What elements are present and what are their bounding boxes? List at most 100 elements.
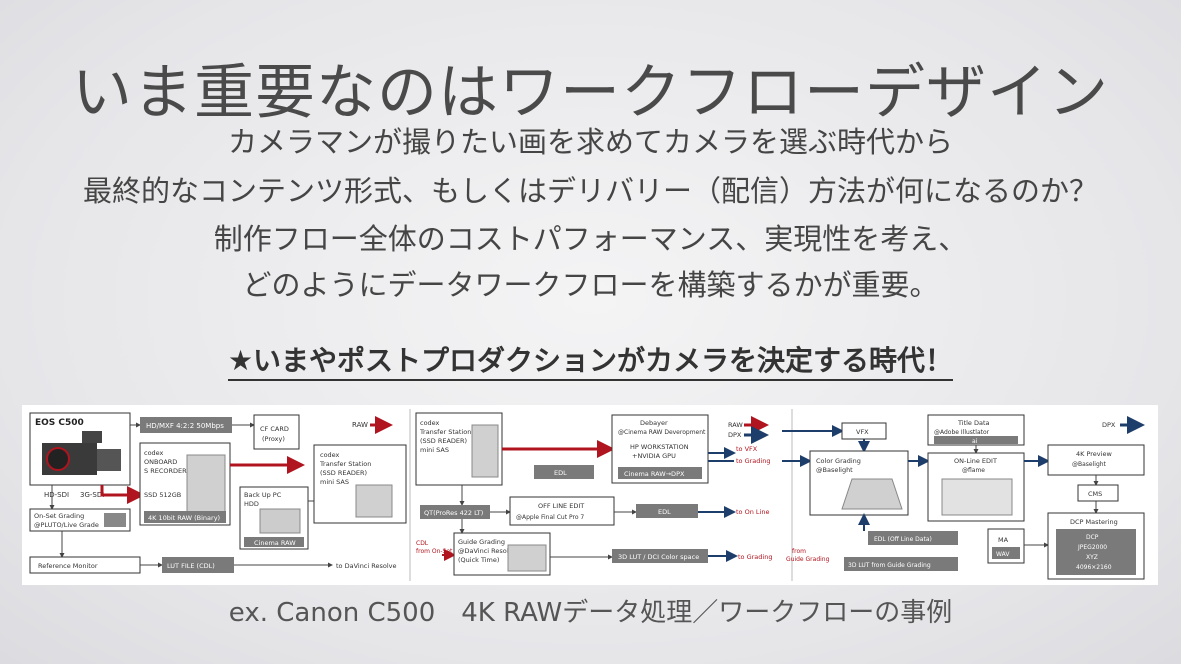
dpx-legend: DPX	[1102, 421, 1116, 429]
color-grading-box: Color Grading @Baselight	[809, 450, 909, 516]
to-davinci-label: to DaVinci Resolve	[336, 562, 397, 570]
svg-text:4096×2160: 4096×2160	[1076, 564, 1112, 571]
svg-text:VFX: VFX	[856, 428, 869, 436]
svg-text:EDL: EDL	[554, 469, 567, 477]
svg-text:HD/MXF 4:2:2 50Mbps: HD/MXF 4:2:2 50Mbps	[146, 422, 224, 430]
svg-text:(Quick Time): (Quick Time)	[458, 556, 499, 564]
guide-grading-box: Guide Grading @DaVinci Resolve 9 (Quick …	[453, 532, 551, 576]
svg-text:+NVIDIA GPU: +NVIDIA GPU	[632, 452, 676, 460]
transfer-station-box-1: codex Transfer Station (SSD READER) mini…	[313, 444, 407, 524]
svg-text:On-Set Grading: On-Set Grading	[34, 512, 84, 520]
hd-mxf-box: HD/MXF 4:2:2 50Mbps	[140, 417, 232, 433]
svg-text:Cinema RAW: Cinema RAW	[254, 539, 296, 547]
codex-recorder-box: codex ONBOARD S RECORDER SSD 512GB 4K 10…	[139, 442, 231, 526]
svg-text:(Proxy): (Proxy)	[262, 435, 285, 443]
svg-text:QT(ProRes 422 LT): QT(ProRes 422 LT)	[424, 509, 483, 517]
cdl-label-2: from On-Set	[416, 548, 453, 555]
svg-text:mini SAS: mini SAS	[320, 478, 349, 486]
camera-icon	[42, 431, 121, 475]
svg-text:EDL: EDL	[658, 508, 671, 516]
svg-text:WAV: WAV	[996, 551, 1010, 558]
camera-label: EOS C500	[35, 418, 84, 428]
transfer-station-box-2: codex Transfer Station (SSD READER) mini…	[415, 412, 503, 486]
slide-title: いま重要なのはワークフローデザイン	[72, 58, 1109, 128]
svg-text:Cinema RAW→DPX: Cinema RAW→DPX	[624, 470, 685, 478]
svg-text:DCP Mastering: DCP Mastering	[1070, 518, 1118, 526]
onset-grading-box: On-Set Grading @PLUTO/Live Grade	[29, 508, 131, 532]
svg-text:LUT FILE (CDL): LUT FILE (CDL)	[167, 562, 215, 570]
edl-box-1: EDL	[534, 465, 594, 479]
svg-text:@Cinema RAW Deveropment: @Cinema RAW Deveropment	[618, 429, 706, 436]
preview-4k-box: 4K Preview @Baselight	[1047, 444, 1145, 476]
body-line-3: 制作フロー全体のコストパフォーマンス、実現性を考え、	[213, 222, 968, 256]
highlight-statement: ★いまやポストプロダクションがカメラを決定する時代！	[0, 339, 1181, 381]
hd-sdi-label: HD-SDI	[44, 491, 69, 499]
body-line-2: 最終的なコンテンツ形式、もしくはデリバリー（配信）方法が何になるのか？	[82, 174, 1098, 208]
to-vfx-label: to VFX	[736, 445, 758, 453]
online-edit-box: ON-Line EDIT @flame	[927, 452, 1025, 522]
to-grading-label-2: to Grading	[736, 457, 770, 465]
lut-from-guide-box: 3D LUT from Guide Grading	[844, 557, 958, 571]
svg-text:@Apple Final Cut Pro 7: @Apple Final Cut Pro 7	[516, 514, 584, 521]
debayer-box: Debayer @Cinema RAW Deveropment HP WORKS…	[611, 414, 709, 484]
cf-card-box: CF CARD (Proxy)	[253, 414, 300, 450]
svg-text:(SSD READER): (SSD READER)	[420, 437, 467, 445]
from-guide-label-2: Guide Grading	[786, 556, 830, 563]
cdl-label-1: CDL	[416, 540, 429, 547]
svg-text:Transfer Station: Transfer Station	[419, 428, 471, 436]
to-grading-label-1: to Grading	[738, 553, 772, 561]
svg-text:SSD 512GB: SSD 512GB	[144, 491, 181, 499]
offline-edit-box: OFF LINE EDIT @Apple Final Cut Pro 7	[509, 496, 615, 526]
svg-text:@flame: @flame	[962, 467, 985, 474]
qt-prores-box: QT(ProRes 422 LT)	[420, 505, 490, 519]
camera-box: EOS C500	[29, 412, 131, 486]
svg-text:codex: codex	[420, 419, 440, 427]
svg-text:CF CARD: CF CARD	[260, 425, 289, 433]
workflow-diagram: EOS C500 HD-SDI 3G-SDI HD/MXF 4:2:2 50Mb…	[22, 405, 1158, 585]
svg-text:S RECORDER: S RECORDER	[144, 467, 187, 475]
svg-text:codex: codex	[320, 451, 340, 459]
svg-text:Title Data: Title Data	[957, 419, 990, 427]
to-online-label: to On Line	[736, 508, 769, 516]
svg-text:3D LUT / DCI Color space: 3D LUT / DCI Color space	[618, 553, 699, 561]
legend-dpx: DPX	[728, 431, 742, 439]
svg-text:EDL (Off Line Data): EDL (Off Line Data)	[874, 536, 932, 543]
svg-text:Color Grading: Color Grading	[816, 457, 861, 465]
svg-text:4K Preview: 4K Preview	[1076, 450, 1112, 458]
svg-text:Guide Grading: Guide Grading	[458, 538, 505, 546]
svg-text:HDD: HDD	[244, 500, 259, 508]
title-data-box: Title Data @Adobe Illustlator ai	[927, 414, 1025, 446]
cms-box: CMS	[1077, 484, 1119, 502]
svg-text:@DaVinci Resolve 9: @DaVinci Resolve 9	[458, 547, 523, 555]
svg-text:MA: MA	[998, 536, 1009, 544]
svg-text:XYZ: XYZ	[1086, 554, 1098, 561]
svg-text:Back Up PC: Back Up PC	[244, 491, 282, 499]
svg-text:ON-Line EDIT: ON-Line EDIT	[954, 457, 997, 465]
reference-monitor-box: Reference Monitor	[29, 556, 141, 574]
raw-legend: RAW	[352, 421, 368, 429]
svg-text:@Baselight: @Baselight	[1072, 461, 1107, 468]
svg-text:Debayer: Debayer	[640, 419, 668, 427]
svg-text:DCP: DCP	[1086, 534, 1099, 541]
ma-box: MA WAV	[987, 528, 1025, 564]
svg-text:ONBOARD: ONBOARD	[144, 458, 177, 466]
dcp-mastering-box: DCP Mastering DCP JPEG2000 XYZ 4096×2160	[1047, 512, 1145, 580]
svg-text:@Baselight: @Baselight	[816, 466, 853, 474]
body-line-1: カメラマンが撮りたい画を求めてカメラを選ぶ時代から	[227, 125, 953, 159]
svg-text:@Adobe Illustlator: @Adobe Illustlator	[934, 429, 990, 436]
svg-text:Transfer Station: Transfer Station	[319, 460, 371, 468]
svg-text:CMS: CMS	[1088, 490, 1102, 498]
backup-pc-box: Back Up PC HDD Cinema RAW	[239, 486, 309, 550]
diagram-caption: ex. Canon C500 4K RAWデータ処理／ワークフローの事例	[228, 598, 953, 628]
svg-text:3D LUT from Guide Grading: 3D LUT from Guide Grading	[848, 562, 931, 569]
svg-text:JPEG2000: JPEG2000	[1077, 544, 1107, 551]
edl-box-2: EDL	[636, 504, 698, 518]
svg-text:codex: codex	[144, 449, 164, 457]
svg-text:ai: ai	[972, 438, 978, 445]
lut-file-box: LUT FILE (CDL)	[162, 557, 234, 573]
svg-text:mini SAS: mini SAS	[420, 446, 449, 454]
body-line-4: どのようにデータワークフローを構築するかが重要。	[242, 268, 939, 302]
svg-text:@PLUTO/Live Grade: @PLUTO/Live Grade	[34, 521, 99, 529]
svg-text:HP WORKSTATION: HP WORKSTATION	[630, 443, 689, 451]
svg-text:OFF LINE EDIT: OFF LINE EDIT	[538, 502, 584, 510]
